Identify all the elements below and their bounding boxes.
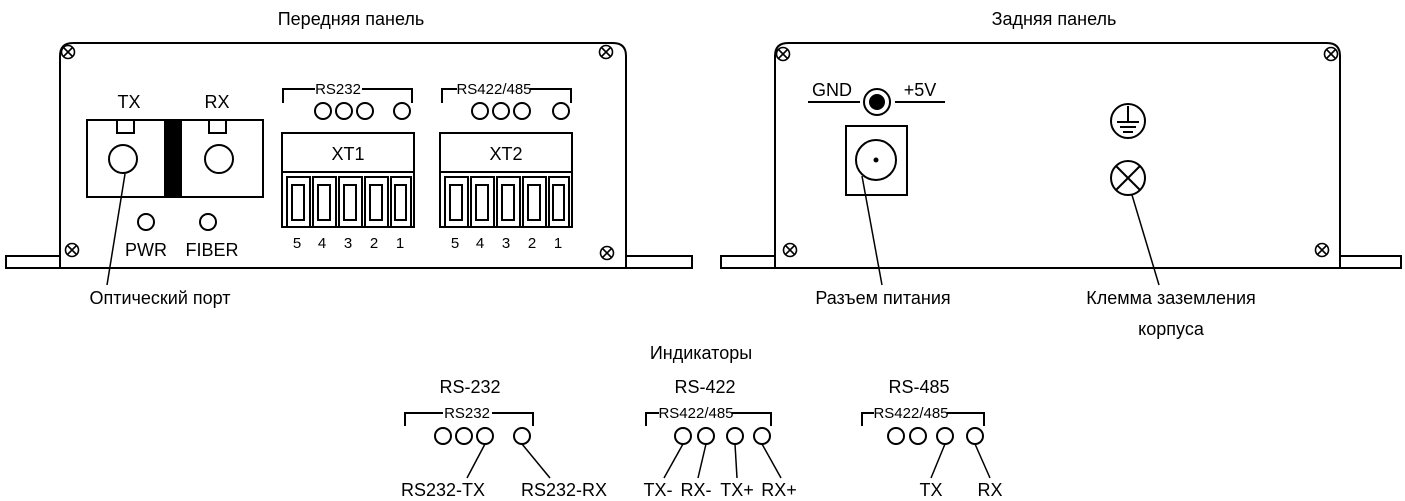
- pwr-label: PWR: [125, 240, 167, 260]
- pin-label: 5: [293, 235, 301, 252]
- led-icon: [909, 427, 927, 445]
- fiber-led-icon: [199, 213, 217, 231]
- fiber-label: FIBER: [185, 240, 238, 260]
- led-icon: [513, 427, 531, 445]
- ground-symbol-icon: [1110, 103, 1146, 139]
- screw-icon: [782, 242, 798, 258]
- screw-icon: [1323, 46, 1339, 62]
- xt2-terminal-block: XT2 5 4 3 2 1: [439, 132, 573, 252]
- led-icon: [726, 427, 744, 445]
- rs232-heading: RS-232: [439, 377, 500, 397]
- led-icon: [393, 102, 411, 120]
- screw-icon: [598, 44, 614, 60]
- rs422-rx-minus-label: RX-: [681, 480, 712, 500]
- rs232-indicators: RS-232 RS232 RS232-TX RS232-RX: [401, 377, 607, 500]
- optical-port: TX RX PWR FIBER: [86, 92, 264, 286]
- rear-mounting-flange: [720, 255, 1402, 269]
- optical-port-callout: Оптический порт: [89, 288, 230, 308]
- power-jack-callout: Разъем питания: [815, 288, 950, 308]
- rs485-group-label: RS422/485: [873, 405, 948, 422]
- led-icon: [492, 102, 510, 120]
- ground-callout-line1: Клемма заземления: [1086, 288, 1256, 308]
- rear-panel-body: [774, 42, 1341, 269]
- pin-label: 2: [528, 235, 536, 252]
- indicators-title: Индикаторы: [650, 343, 752, 363]
- led-icon: [434, 427, 452, 445]
- led-icon: [887, 427, 905, 445]
- rs422-group-label: RS422/485: [658, 405, 733, 422]
- screw-icon: [64, 242, 80, 258]
- rs422-tx-minus-label: TX-: [644, 480, 673, 500]
- gnd-label: GND: [812, 80, 852, 100]
- rs422-tx-plus-label: TX+: [720, 480, 754, 500]
- led-icon: [697, 427, 715, 445]
- xt1-label: XT1: [331, 144, 364, 164]
- xt2-label: XT2: [489, 144, 522, 164]
- front-panel: Передняя панель TX RX PWR FIBER Оптическ…: [5, 9, 693, 308]
- pin-label: 1: [396, 235, 404, 252]
- xt1-terminal-block: XT1 5 4 3 2 1: [281, 132, 415, 252]
- rs422-indicators: RS-422 RS422/485 TX- RX- TX+ RX+: [644, 377, 797, 500]
- front-panel-body: [59, 42, 627, 269]
- led-icon: [552, 102, 570, 120]
- led-icon: [476, 427, 494, 445]
- led-icon: [471, 102, 489, 120]
- led-icon: [455, 427, 473, 445]
- pin-label: 3: [502, 235, 510, 252]
- ground-callout-line2: корпуса: [1138, 319, 1205, 339]
- rear-panel: Задняя панель GND +5V Разъем питания: [720, 9, 1402, 339]
- pwr-led-icon: [137, 213, 155, 231]
- optical-tx-label: TX: [117, 92, 140, 112]
- pin-label: 2: [370, 235, 378, 252]
- ground-terminal: [1110, 103, 1160, 286]
- plus5v-label: +5V: [904, 80, 937, 100]
- led-icon: [335, 102, 353, 120]
- rs232-group-label: RS232: [444, 405, 490, 422]
- optical-port-divider: [164, 120, 182, 197]
- ground-screw-icon: [1110, 160, 1146, 196]
- led-icon: [966, 427, 984, 445]
- power-jack: GND +5V: [808, 80, 945, 286]
- rs232-rx-label: RS232-RX: [521, 480, 607, 500]
- rs232-tx-label: RS232-TX: [401, 480, 485, 500]
- rs422-heading: RS-422: [674, 377, 735, 397]
- rs485-indicators: RS-485 RS422/485 TX RX: [861, 377, 1003, 500]
- front-mounting-flange: [5, 255, 693, 269]
- front-rs232-group-label: RS232: [315, 81, 361, 98]
- screw-icon: [1314, 242, 1330, 258]
- screw-icon: [599, 245, 615, 261]
- led-icon: [513, 102, 531, 120]
- screw-icon: [60, 44, 76, 60]
- pin-label: 4: [318, 235, 326, 252]
- led-icon: [314, 102, 332, 120]
- rs485-tx-label: TX: [919, 480, 942, 500]
- rs485-rx-label: RX: [977, 480, 1002, 500]
- screw-icon: [775, 46, 791, 62]
- front-rs422-485-indicators: RS422/485: [441, 81, 572, 120]
- rs422-rx-plus-label: RX+: [761, 480, 797, 500]
- front-rs422-group-label: RS422/485: [456, 81, 531, 98]
- pin-label: 1: [554, 235, 562, 252]
- led-icon: [936, 427, 954, 445]
- led-icon: [356, 102, 374, 120]
- led-icon: [753, 427, 771, 445]
- front-rs232-indicators: RS232: [282, 81, 413, 120]
- rs485-heading: RS-485: [888, 377, 949, 397]
- pin-label: 4: [476, 235, 484, 252]
- rear-panel-title: Задняя панель: [992, 9, 1117, 29]
- indicators-legend: Индикаторы RS-232 RS232 RS232-TX RS232-R…: [401, 343, 1003, 500]
- pin-label: 3: [344, 235, 352, 252]
- led-icon: [674, 427, 692, 445]
- front-panel-title: Передняя панель: [278, 9, 425, 29]
- optical-rx-label: RX: [204, 92, 229, 112]
- pin-label: 5: [451, 235, 459, 252]
